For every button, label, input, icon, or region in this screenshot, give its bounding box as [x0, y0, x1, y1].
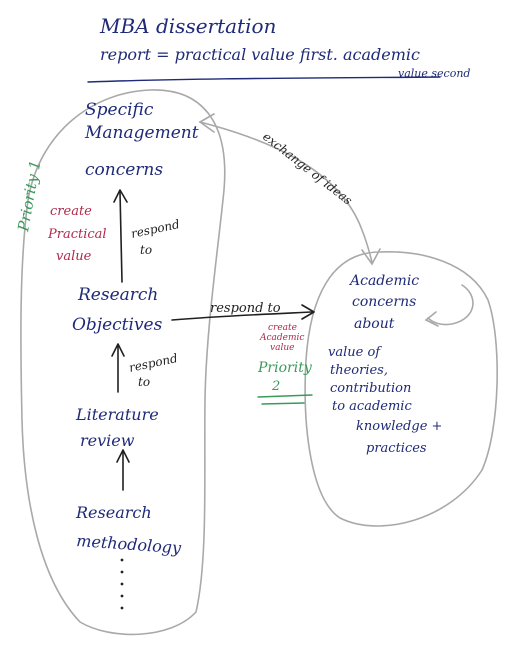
exchange-ideas-curve: [199, 121, 373, 263]
node-specific-line3: concerns: [85, 160, 163, 180]
exchange-arrowhead-right: [361, 248, 381, 266]
right-node-line3: about: [354, 316, 395, 332]
node-specific-line1: Specific: [85, 100, 154, 120]
right-node-line7: to academic: [332, 399, 412, 414]
right-node-line5: theories,: [330, 363, 388, 378]
priority2-create-line1: create: [268, 323, 297, 333]
arrow-objectives-to-academic-head: [301, 304, 315, 320]
respond-lower-line2: to: [138, 375, 150, 389]
node-literature-line2: review: [80, 431, 135, 450]
arrow-objectives-to-concerns: [119, 191, 123, 283]
priority2-create-line3: value: [270, 343, 294, 353]
priority1-label: Priority 1: [14, 159, 44, 234]
priority2-underline: [257, 394, 313, 398]
respond-lower-line1: respond: [128, 351, 179, 375]
arrow-literature-to-objectives-head: [111, 343, 125, 357]
subtitle-line1: report = practical value first. academic: [100, 45, 420, 64]
priority1-create-line3: value: [56, 249, 92, 264]
node-methodology-line1: Research: [75, 503, 152, 522]
right-node-line9: practices: [366, 441, 427, 456]
priority2-label-line2: 2: [271, 379, 280, 394]
right-loop-outline: [304, 250, 498, 527]
node-methodology-line2: methodology: [76, 531, 183, 557]
priority2-label-line1: Priority: [257, 360, 313, 376]
exchange-ideas-label: exchange of ideas: [260, 129, 355, 207]
right-node-line2: concerns: [352, 294, 416, 310]
subtitle-line2: value second: [398, 67, 470, 80]
right-node-line1: Academic: [348, 273, 419, 289]
priority2-create-line2: Academic: [259, 333, 304, 343]
left-loop-outline: [20, 89, 226, 636]
priority2-underline-2: [261, 402, 305, 405]
node-objectives-line1: Research: [77, 285, 158, 305]
continuation-dots: [120, 558, 124, 610]
node-specific-line2: Management: [84, 123, 199, 143]
node-objectives-line2: Objectives: [72, 315, 163, 335]
priority1-create-line1: create: [50, 204, 92, 219]
self-loop-arrow: [427, 284, 474, 326]
arrow-methodology-to-literature-head: [116, 449, 130, 463]
arrow-objectives-to-academic: [171, 311, 313, 321]
right-node-line8: knowledge +: [356, 419, 442, 434]
right-node-line4: value of: [328, 345, 382, 360]
priority1-create-line2: Practical: [47, 227, 107, 242]
node-literature-line1: Literature: [75, 405, 159, 424]
respond-upper-line1: respond: [130, 217, 181, 241]
title: MBA dissertation: [99, 14, 276, 38]
respond-right-label: respond to: [210, 301, 281, 316]
self-loop-arrowhead: [424, 311, 439, 327]
arrow-objectives-to-concerns-head: [113, 189, 128, 203]
exchange-arrowhead-left: [198, 113, 215, 133]
title-underline: [87, 76, 441, 83]
respond-upper-line2: to: [140, 243, 152, 257]
right-node-line6: contribution: [330, 381, 411, 396]
